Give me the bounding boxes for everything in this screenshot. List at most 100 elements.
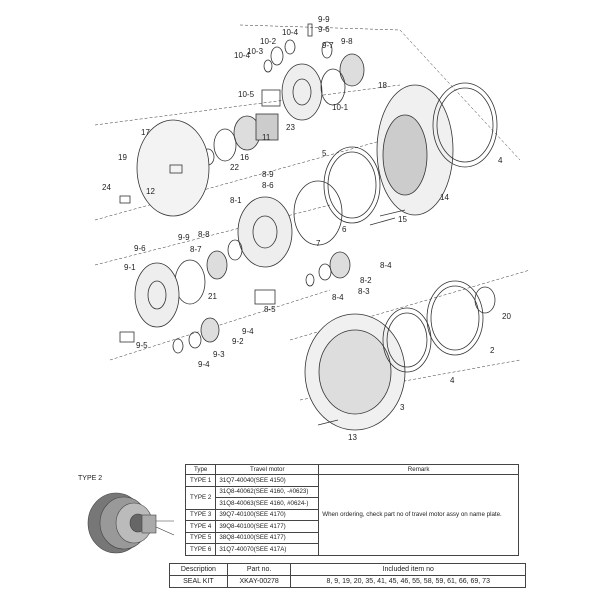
header-remark: Remark (318, 464, 519, 475)
part-label: 9-6 (318, 25, 330, 34)
part-label: 12 (146, 187, 155, 196)
part-16-ring (213, 128, 237, 162)
seal-kit-table: Description Part no. Included item no SE… (169, 563, 526, 588)
part-label: 11 (262, 133, 271, 142)
table-row: TYPE 3 39Q7-40100(SEE 4170) (184, 508, 519, 521)
included-items-cell: 8, 9, 19, 20, 35, 41, 45, 46, 55, 58, 59… (290, 575, 526, 588)
part-label: 9-3 (213, 350, 225, 359)
part-9-8-gear (339, 53, 365, 87)
type-cell: TYPE 3 (184, 508, 217, 521)
part-4-seal-bottom (382, 307, 432, 373)
part-label: 8-1 (230, 196, 242, 205)
part-label: 6 (342, 225, 347, 234)
part-label: 8-8 (198, 230, 210, 239)
type-cell: TYPE 5 (184, 531, 217, 544)
part-9-1-carrier (134, 262, 180, 328)
part-10-2-ring (270, 46, 284, 66)
part-label: 9-7 (322, 41, 334, 50)
part-label: 4 (450, 376, 455, 385)
part-17-cover (136, 119, 210, 217)
type2-motor-thumbnail (87, 492, 175, 554)
part-label: 10-2 (260, 37, 277, 46)
part-label: 9-9 (318, 15, 330, 24)
part-label: 8-2 (360, 276, 372, 285)
thumbnail-label: TYPE 2 (78, 475, 103, 482)
motor-cell: 31Q8-40063(SEE 4160, #0624-) (215, 497, 320, 510)
part-6-ring (293, 180, 343, 246)
type-cell: TYPE 4 (184, 520, 217, 533)
header-included-items: Included item no (290, 563, 526, 576)
part-label: 17 (141, 128, 150, 137)
table-row: TYPE 1 31Q7-40040(SEE 4150) When orderin… (184, 474, 519, 556)
part-label: 19 (118, 153, 127, 162)
motor-cell: 38Q8-40100(SEE 4177) (215, 531, 320, 544)
type-cell: TYPE 6 (184, 543, 217, 556)
part-label: 10-5 (238, 90, 255, 99)
part-label: 3 (400, 403, 405, 412)
part-label: 9-4 (242, 327, 254, 336)
motor-cell: 39Q7-40100(SEE 4170) (215, 508, 320, 521)
part-label: 8-3 (358, 287, 370, 296)
travel-motor-type-table: Type Travel motor Remark TYPE 1 31Q7-400… (184, 464, 519, 556)
part-label: 9-9 (178, 233, 190, 242)
header-type: Type (184, 464, 217, 475)
header-part-no: Part no. (226, 563, 292, 576)
type-cell: TYPE 1 (184, 474, 217, 487)
part-label: 8-4 (380, 261, 392, 270)
description-cell: SEAL KIT (169, 575, 228, 588)
part-label: 10-4 (234, 51, 251, 60)
part-label: 9-4 (198, 360, 210, 369)
header-description: Description (169, 563, 228, 576)
part-5-ring (323, 146, 381, 224)
part-label: 8-9 (262, 170, 274, 179)
part-8-8-ring (227, 239, 243, 261)
part-8-2-gear (329, 251, 351, 279)
part-label: 2 (490, 346, 495, 355)
part-label: 7 (316, 239, 321, 248)
remark-cell: When ordering, check part no of travel m… (318, 474, 519, 556)
table-row: TYPE 5 38Q8-40100(SEE 4177) (184, 531, 519, 544)
part-label: 9-2 (232, 337, 244, 346)
part-label: 14 (440, 193, 449, 202)
part-label: 22 (230, 163, 239, 172)
part-label: 18 (378, 81, 387, 90)
part-label: 9-8 (341, 37, 353, 46)
part-label: 10-1 (332, 103, 349, 112)
part-20-ring (474, 286, 496, 314)
header-travel-motor: Travel motor (215, 464, 320, 475)
motor-cell: 31Q7-40040(SEE 4150) (215, 474, 320, 487)
part-label: 8-7 (190, 245, 202, 254)
part-no-cell: XKAY-00278 (226, 575, 292, 588)
type-cell: TYPE 2 (184, 485, 217, 510)
part-label: 8-5 (264, 305, 276, 314)
part-2-seal (426, 280, 484, 356)
part-label: 9-6 (134, 244, 146, 253)
motor-cell: 39Q8-40100(SEE 4177) (215, 520, 320, 533)
table-row: TYPE 4 39Q8-40100(SEE 4177) (184, 520, 519, 533)
part-18-ring (320, 68, 346, 106)
part-label: 16 (240, 153, 249, 162)
table-row: SEAL KIT XKAY-00278 8, 9, 19, 20, 35, 41… (169, 575, 526, 588)
part-4-seal-top (432, 82, 498, 168)
motor-cell: 31Q8-40062(SEE 4160, -#0623) (215, 485, 320, 498)
part-10-3-ring (263, 59, 273, 73)
part-label: 5 (322, 149, 327, 158)
part-9-7-ring (321, 41, 333, 59)
part-8-1-carrier (237, 196, 293, 268)
part-label: 10-4 (282, 28, 299, 37)
part-label: 4 (498, 156, 503, 165)
part-label: 8-4 (332, 293, 344, 302)
part-8-7-gear (206, 250, 228, 280)
part-10-1-carrier (281, 63, 323, 121)
motor-cell: 31Q7-40070(SEE 417A) (215, 543, 320, 556)
part-label: 9-5 (136, 341, 148, 350)
part-label: 9-1 (124, 263, 136, 272)
part-label: 21 (208, 292, 217, 301)
part-label: 15 (398, 215, 407, 224)
part-10-4-ring (284, 39, 296, 55)
part-label: 13 (348, 433, 357, 442)
part-9-2-gear (200, 317, 220, 343)
table-row: TYPE 6 31Q7-40070(SEE 417A) (184, 543, 519, 556)
part-label: 24 (102, 183, 111, 192)
